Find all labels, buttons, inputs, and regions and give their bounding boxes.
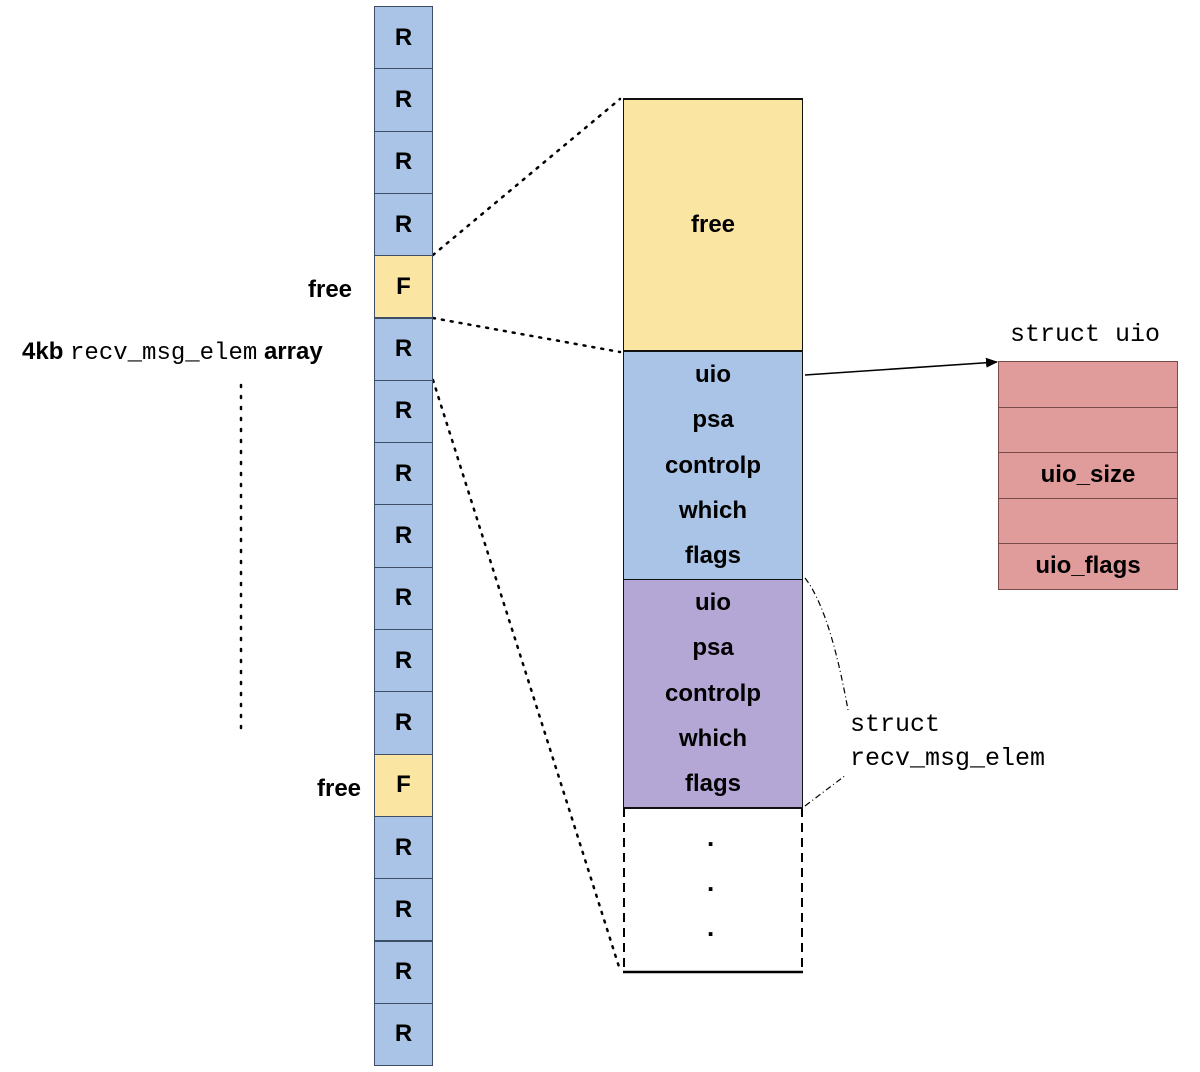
array-cell-used: R: [374, 317, 433, 381]
struct-brace-line-top: [804, 577, 849, 711]
elem2-field-psa: psa: [623, 625, 803, 672]
array-label-suffix: array: [263, 338, 323, 365]
elem2-field-flags: flags: [623, 762, 803, 809]
uio-field-blank: [998, 406, 1178, 453]
elem1-field-uio: uio: [623, 352, 803, 399]
elem1-field-flags: flags: [623, 534, 803, 581]
array-cell-used: R: [374, 629, 433, 693]
array-cell-used: R: [374, 1002, 433, 1067]
array-cell-used: R: [374, 442, 433, 506]
array-cell-used: R: [374, 815, 433, 880]
array-cell-used: R: [374, 566, 433, 630]
array-cell-used: R: [374, 504, 433, 568]
array-label: 4kb recv_msg_elem array: [22, 338, 323, 367]
array-cell-used: R: [374, 6, 433, 70]
array-cell-used: R: [374, 940, 433, 1004]
array-cell-used: R: [374, 130, 433, 194]
elem2-field-which: which: [623, 716, 803, 763]
free-slot-label-1: free: [308, 276, 353, 303]
array-cell-free: F: [374, 255, 433, 319]
zoom-line-bottom-1: [431, 378, 622, 972]
array-cell-used: R: [374, 691, 433, 755]
array-label-size: 4kb: [22, 338, 64, 365]
array-cell-used: R: [374, 192, 433, 257]
uio-field-uio-size: uio_size: [998, 452, 1178, 499]
array-cell-free: F: [374, 753, 433, 817]
zoom-line-top-2: [431, 316, 622, 354]
struct-recv-msg-elem-label-2: recv_msg_elem: [850, 744, 1046, 773]
uio-field-uio-flags: uio_flags: [998, 543, 1178, 590]
elem1-field-controlp: controlp: [623, 443, 803, 490]
free-slot-label-2: free: [317, 775, 362, 802]
elem1-field-psa: psa: [623, 397, 803, 444]
struct-brace-line-bottom: [804, 774, 847, 807]
uio-field-blank: [998, 497, 1178, 544]
ellipsis-dot-3: .: [707, 912, 715, 942]
struct-uio-title: struct uio: [1010, 320, 1161, 349]
ellipsis-dot-1: .: [707, 822, 715, 852]
array-cell-used: R: [374, 68, 433, 132]
zoom-line-top-1: [431, 97, 622, 257]
array-cell-used: R: [374, 379, 433, 444]
array-cell-used: R: [374, 878, 433, 942]
expanded-free-block: free: [623, 98, 803, 352]
elem2-field-uio: uio: [623, 580, 803, 627]
uio-pointer-arrow: [804, 357, 998, 376]
array-label-type: recv_msg_elem: [70, 340, 258, 367]
ellipsis-dot-2: .: [707, 867, 715, 897]
uio-field-blank: [998, 361, 1178, 408]
elem1-field-which: which: [623, 488, 803, 535]
elem2-field-controlp: controlp: [623, 671, 803, 718]
struct-recv-msg-elem-label-1: struct: [850, 710, 941, 739]
